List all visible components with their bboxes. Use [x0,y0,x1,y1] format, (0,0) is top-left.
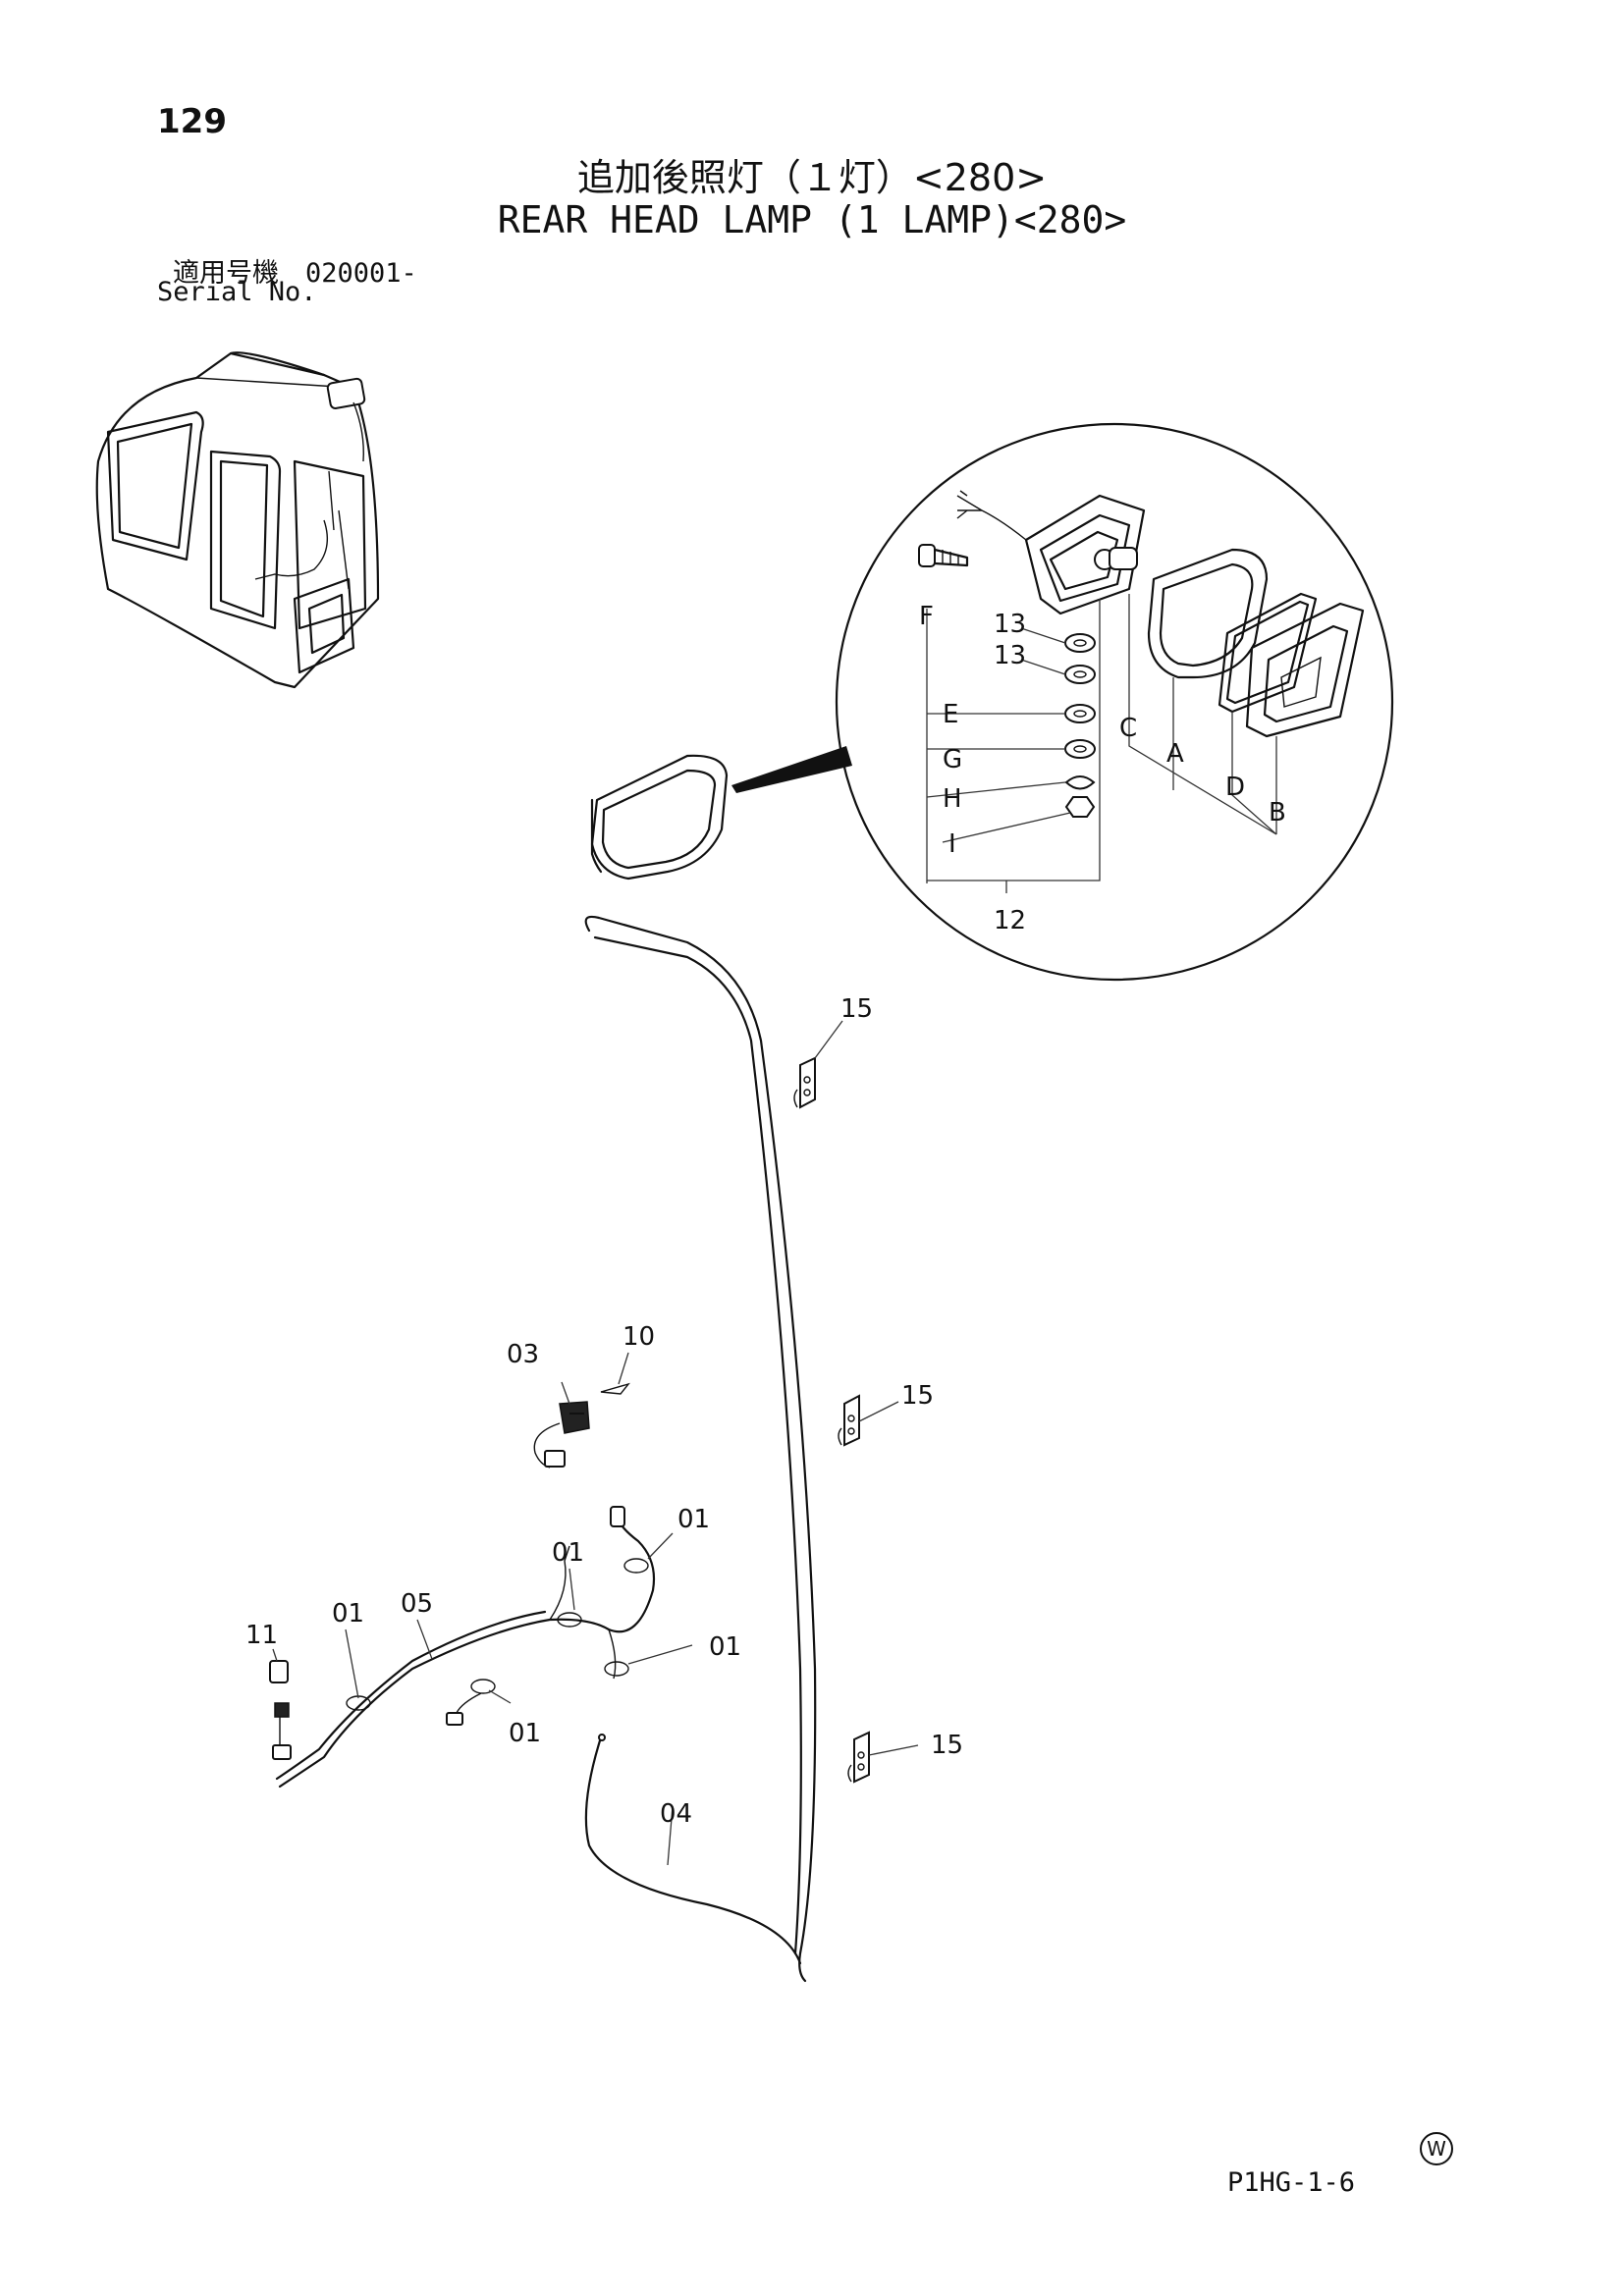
callout-G: G [943,745,962,774]
label-plate-10 [600,1382,630,1395]
callout-01-center: 01 [552,1538,584,1568]
callout-A: A [1166,739,1184,769]
callout-B: B [1269,798,1286,828]
callout-05: 05 [401,1589,433,1619]
callout-13-upper: 13 [994,610,1026,639]
callout-H: H [943,784,962,814]
callout-leaders [272,1020,919,1866]
callout-E: E [943,700,958,729]
callout-I: I [948,829,956,859]
clamp-15-middle [838,1394,860,1447]
harness-04 [584,915,817,1983]
callout-15-top: 15 [840,994,873,1024]
callout-D: D [1225,773,1245,802]
callout-01-right-bottom: 01 [709,1632,741,1662]
harness-05 [269,1506,656,1789]
w-circle-mark: W [1420,2132,1453,2165]
callout-03: 03 [507,1340,539,1369]
footer-code: P1HG-1-6 [1227,2167,1356,2198]
title-english: REAR HEAD LAMP (1 LAMP)<280> [497,198,1127,241]
callout-04: 04 [660,1799,692,1829]
callout-13-lower: 13 [994,641,1026,670]
cab-overview-illustration [95,351,380,689]
clamp-15-top [793,1056,816,1109]
callout-01-lower: 01 [509,1719,541,1748]
clamp-15-bottom [847,1731,870,1784]
serial-label-english: Serial No. [157,277,317,307]
callout-11: 11 [245,1621,278,1650]
callout-15-bottom: 15 [931,1731,963,1760]
callout-12: 12 [994,906,1026,935]
title-japanese: 追加後照灯（１灯）<280> [576,156,1048,199]
callout-10: 10 [623,1322,655,1352]
page-number: 129 [157,102,227,141]
callout-15-middle: 15 [901,1381,934,1411]
callout-F: F [919,602,934,631]
callout-01-left: 01 [332,1599,364,1629]
serial-label-japanese: 適用号機 020001- [173,258,417,289]
switch-03 [533,1401,590,1468]
remote-lamp [590,754,729,881]
callout-C: C [1119,714,1137,743]
lamp-detail-circle [731,422,1394,982]
callout-01-right-top: 01 [677,1505,710,1534]
